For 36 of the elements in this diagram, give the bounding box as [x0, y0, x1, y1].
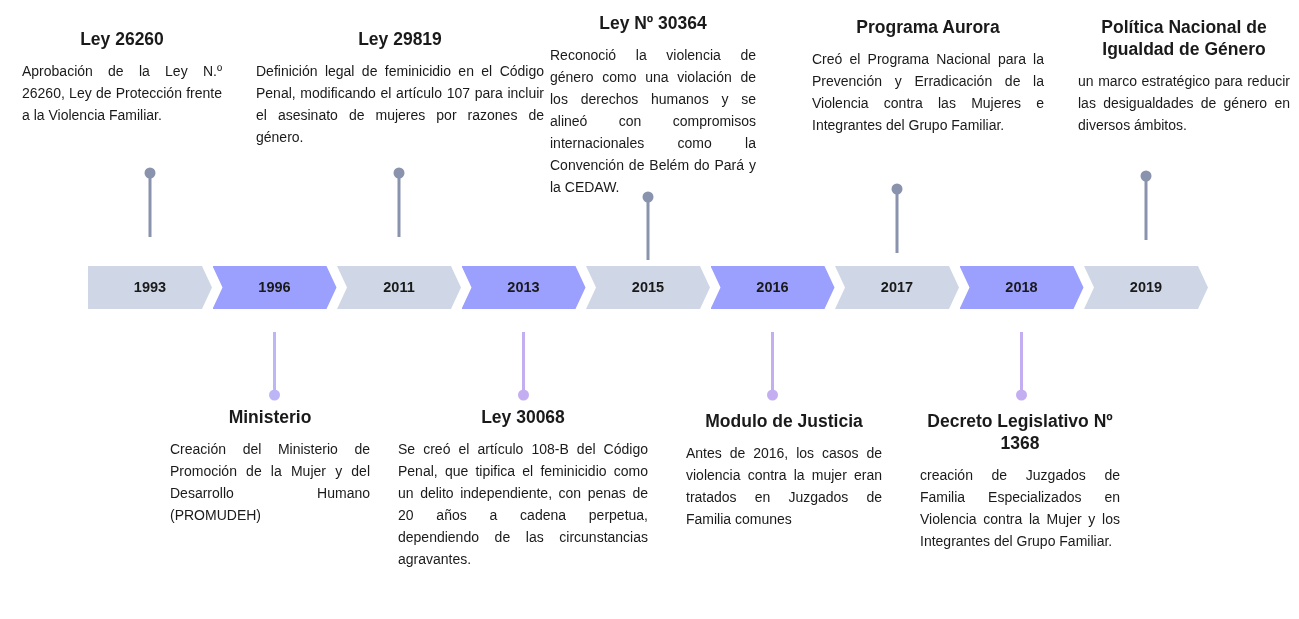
timeline-year-segment: 1996 [212, 266, 337, 309]
pin-connector [269, 332, 280, 401]
pin-connector [518, 332, 529, 401]
event-heading: Política Nacional de Igualdad de Género [1100, 16, 1268, 60]
event-heading: Decreto Legislativo Nº 1368 [926, 410, 1114, 454]
timeline-year-segment: 2015 [586, 266, 710, 309]
event-description: Creación del Ministerio de Promoción de la Mujer y del Desarrollo Humano (PROMUDEH) [170, 440, 370, 525]
timeline-year-segment: 2013 [461, 266, 586, 309]
pin-connector [642, 191, 654, 260]
pin-connector [891, 183, 903, 253]
event-description: Creó el Programa Nacional para la Prevención y Erradicación de la Violencia contra las Mujeres e Integrantes del Grupo Familiar. [812, 50, 1044, 135]
event-heading: Programa Aurora [855, 16, 1001, 38]
event-heading: Ley 30068 [480, 406, 566, 428]
timeline-year-segment: 2017 [835, 266, 959, 309]
event-heading: Modulo de Justicia [704, 410, 864, 432]
timeline-year-segment: 2011 [337, 266, 461, 309]
event-heading: Ley 29819 [357, 28, 443, 50]
event-heading: Ley 26260 [79, 28, 165, 50]
event-heading: Ley Nº 30364 [598, 12, 708, 34]
timeline-year-segment: 2018 [959, 266, 1084, 309]
event-description: Se creó el artículo 108-B del Código Penal, que tipifica el feminicidio como un delito independiente, con penas de 20 años a cadena perpetua, dependiendo de las circunstancias agravantes. [398, 440, 648, 569]
event-description: un marco estratégico para reducir las desigualdades de género en diversos ámbitos. [1078, 72, 1290, 135]
event-description: Definición legal de feminicidio en el Código Penal, modificando el artículo 107 para incluir el asesinato de mujeres por razones de género. [256, 62, 544, 147]
timeline-year-segment: 2016 [710, 266, 835, 309]
pin-connector [393, 167, 405, 237]
pin-connector [1140, 170, 1152, 240]
event-description: creación de Juzgados de Familia Especializados en Violencia contra la Mujer y los Integrantes del Grupo Familiar. [920, 466, 1120, 551]
event-description: Aprobación de la Ley N.º 26260, Ley de Protección frente a la Violencia Familiar. [22, 62, 222, 125]
timeline-year-segment: 1993 [88, 266, 212, 309]
event-description: Antes de 2016, los casos de violencia contra la mujer eran tratados en Juzgados de Familia comunes [686, 444, 882, 529]
pin-connector [1016, 332, 1027, 401]
pin-connector [144, 167, 156, 237]
pin-connector [767, 332, 778, 401]
timeline-year-segment: 2019 [1084, 266, 1208, 309]
event-description: Reconoció la violencia de género como una violación de los derechos humanos y se alineó con compromisos internacionales como la Convención de Belém do Pará y la CEDAW. [550, 46, 756, 197]
event-heading: Ministerio [227, 406, 313, 428]
